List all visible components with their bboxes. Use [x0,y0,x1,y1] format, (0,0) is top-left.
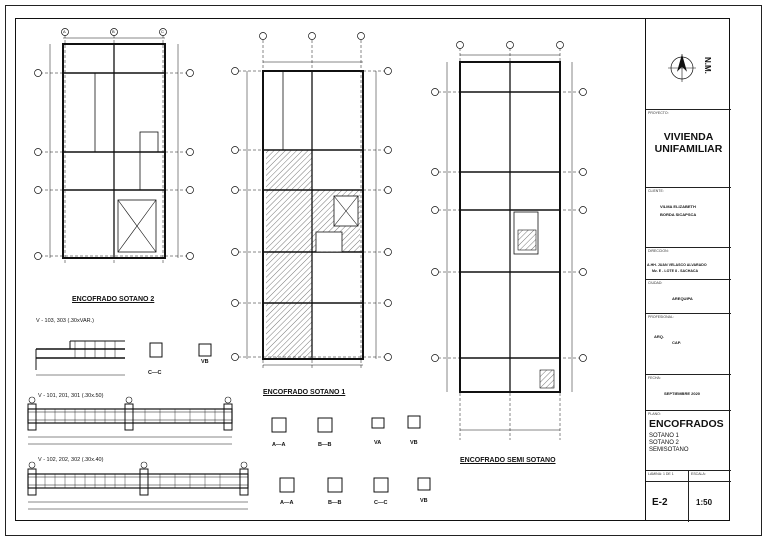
section-va: VA [374,440,382,446]
address-line1: A.HH. JUAN VELASCO ALVARADO [647,263,707,267]
tb-date-caption: FECHA: [648,376,661,380]
sections-row-1 [271,415,421,433]
client-line2: BORDA SICAPSCA [660,212,697,217]
svg-text:N.M.: N.M. [703,57,712,74]
beam-elevation-2 [27,396,233,445]
section-vb-2: VB [410,440,418,446]
beam2-label: V - 101, 201, 301 (.30x.50) [38,393,104,399]
tb-sheet-number: LAMINA: 1 DE 1 ESCALA: E-2 1:50 [646,470,731,522]
project-name-line2: UNIFAMILIAR [654,143,723,155]
tb-professional: PROFESIONAL: ARQ. CAP. [646,313,731,374]
plan1-title: ENCOFRADO SOTANO 2 [72,296,155,303]
project-name-line1: VIVIENDA [663,131,714,143]
tb-escala-caption: ESCALA: [691,472,706,476]
section-cc-2: C—C [374,500,388,506]
scale: 1:50 [696,498,713,507]
section-cc: C—C [148,370,162,376]
client-line1: VILMA ELIZABETH [660,204,696,209]
tb-city-caption: CIUDAD: [648,281,663,285]
tb-address-caption: DIRECCION: [648,249,669,253]
plan-semi-sotano [431,41,587,440]
section-bb: B—B [318,442,332,448]
north-arrow-icon: N.M. [668,54,712,82]
sheet-sub3: SEMISOTANO [649,447,689,453]
prof-arq: ARQ. [654,334,664,339]
tb-plano-caption: PLANO: [648,412,661,416]
section-bb-2: B—B [328,500,342,506]
section-aa-2: A—A [280,500,294,506]
tb-sheet-title: PLANO: ENCOFRADOS SOTANO 1 SOTANO 2 SEMI… [646,410,731,470]
section-vb: VB [201,359,209,365]
tb-client: CLIENTE: VILMA ELIZABETH BORDA SICAPSCA [646,187,731,247]
axis-a: A [63,29,66,34]
drawing-sheet [5,5,762,536]
plan-sotano-2 [34,28,194,265]
plan2-title: ENCOFRADO SOTANO 1 [263,389,346,396]
sheet-number: E-2 [652,497,668,508]
sections-row-2 [279,477,431,493]
sheet-title: ENCOFRADOS [649,418,724,430]
city: AREQUIPA [672,296,693,301]
sheet-sub2: SOTANO 2 [649,440,679,446]
axis-c: C [161,29,164,34]
tb-lamina-caption: LAMINA: 1 DE 1 [648,472,674,476]
tb-project-caption: PROYECTO: [648,111,669,115]
tb-date: FECHA: SEPTIEMBRE 2020 [646,374,731,410]
section-vb-3: VB [420,498,428,504]
address-line2: Mz. E - LOTE 8 - SACHACA [652,269,699,273]
plan-sotano-1 [231,32,392,370]
beam-elevation-3 [27,461,249,510]
drawing-frame [15,18,730,521]
tb-address: DIRECCION: A.HH. JUAN VELASCO ALVARADO M… [646,247,731,279]
date: SEPTIEMBRE 2020 [664,391,701,396]
tb-client-caption: CLIENTE: [648,189,664,193]
beam3-label: V - 102, 202, 302 (.30x.40) [38,457,104,463]
plan3-title: ENCOFRADO SEMI SOTANO [460,457,556,464]
beam-elevation-1 [35,340,212,376]
tb-project: PROYECTO: VIVIENDA UNIFAMILIAR [646,109,731,187]
sheet-sub1: SOTANO 1 [649,433,679,439]
tb-city: CIUDAD: AREQUIPA [646,279,731,313]
tb-professional-caption: PROFESIONAL: [648,315,674,319]
section-aa: A—A [272,442,286,448]
title-block: PROYECTO: VIVIENDA UNIFAMILIAR CLIENTE: … [645,18,731,522]
axis-b: B [112,29,115,34]
prof-cap: CAP. [672,340,682,345]
beam1-label: V - 103, 303 (.30xVAR.) [36,318,94,324]
